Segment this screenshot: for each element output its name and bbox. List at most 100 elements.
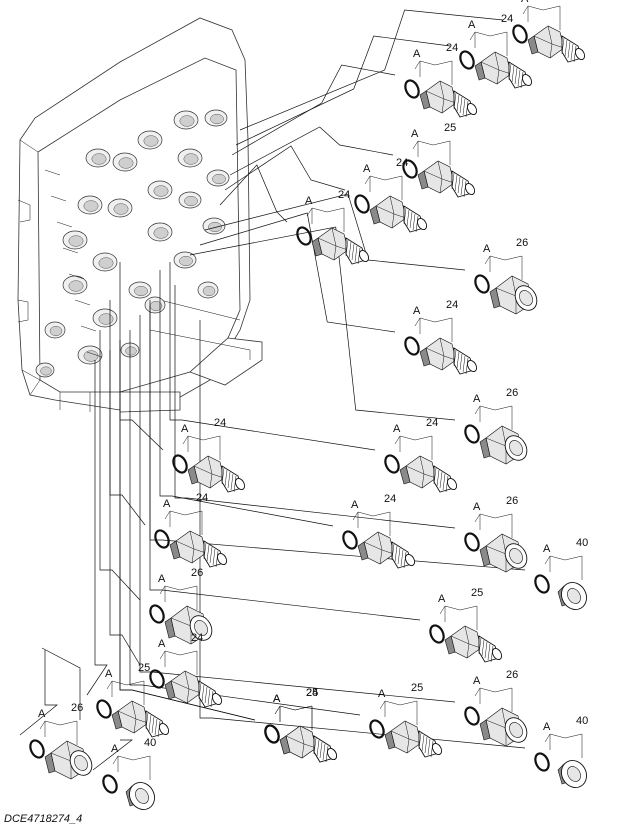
leader-line [119,340,256,721]
seal-label: A [473,501,481,513]
seal-label: A [468,19,476,31]
seal-label: A [363,163,371,175]
leader-line [169,262,376,451]
part-ref-label: 26 [506,669,518,681]
part-ref-label: 25 [138,662,150,674]
seal-label: A [163,498,171,510]
part-ref-label: 24 [396,157,408,169]
o-ring-seal [102,774,118,794]
leader-line [204,193,466,271]
fitting-straight: A 25 [264,687,338,763]
leader-line [159,270,334,527]
part-ref-label: 24 [306,687,318,699]
o-ring-seal [512,24,528,44]
part-ref-label: 26 [191,567,203,579]
part-ref-label: 24 [446,42,458,54]
leader-line [19,650,58,736]
part-ref-label: 24 [426,417,438,429]
o-ring-seal [172,454,188,474]
o-ring-seal [404,336,420,356]
fitting-plug: A 40 [534,715,588,788]
seal-label: A [413,305,421,317]
seal-label: A [543,543,551,555]
part-ref-label: 25 [471,587,483,599]
o-ring-seal [402,159,418,179]
o-ring-seal [459,50,475,70]
part-ref-label: 25 [444,122,456,134]
leader-line [109,350,141,666]
leader-line [239,9,504,131]
seal-label: A [521,0,529,5]
fitting-adapter: A 26 [464,669,528,747]
fitting-straight: A24 [512,0,586,63]
o-ring-seal [404,79,420,99]
seal-label: A [378,688,386,700]
leader-line [174,285,456,529]
fitting-straight: A 24 [154,492,228,568]
part-ref-label: 24 [196,492,208,504]
fitting-straight: A 24 [149,632,223,708]
o-ring-seal [354,194,370,214]
part-ref-label: 24 [446,299,458,311]
fitting-adapter: A 26 [474,237,538,315]
fittings-group: A24A24A24A25A24A24A26A24A26A24A24A24A24A… [29,0,588,810]
fitting-straight: A 25 [96,662,170,738]
seal-label: A [105,668,113,680]
leader-line [231,64,396,156]
leader-line [92,739,134,771]
seal-label: A [305,195,313,207]
part-ref-label: 25 [306,687,318,699]
o-ring-seal [464,424,480,444]
leader-line [139,315,456,703]
part-ref-label: 26 [506,387,518,399]
seal-label: A [411,128,419,140]
o-ring-seal [474,274,490,294]
seal-label: A [473,675,481,687]
o-ring-seal [369,719,385,739]
drawing-code-caption: DCE4718274_4 [4,813,82,825]
seal-label: A [351,499,359,511]
o-ring-seal [534,752,550,772]
leader-line [129,330,361,716]
part-ref-label: 26 [71,702,83,714]
part-ref-label: 24 [191,632,203,644]
fitting-straight: A 24 [354,157,428,233]
fitting-straight: A 24 [404,299,478,375]
leader-line [86,360,108,696]
seal-label: A [438,593,446,605]
part-ref-label: 26 [516,237,528,249]
leader-line [199,320,526,749]
leader-lines [19,9,526,771]
leader-line [199,212,396,333]
part-ref-label: 25 [411,682,423,694]
leader-line [219,164,288,223]
part-ref-label: 40 [576,715,588,727]
part-ref-label: 40 [144,737,156,749]
seal-label: A [273,693,281,705]
o-ring-seal [149,604,165,624]
o-ring-seal [154,529,170,549]
leader-line [149,305,421,621]
o-ring-seal [534,574,550,594]
seal-label: A [158,638,166,650]
fitting-straight: A 25 [369,682,443,758]
control-valve-block [17,17,263,413]
o-ring-seal [429,624,445,644]
leader-line [229,126,394,176]
seal-label: A [543,721,551,733]
seal-label: A [38,708,46,720]
o-ring-seal [29,739,45,759]
seal-label: A [483,243,491,255]
o-ring-seal [296,226,312,246]
seal-label: A [273,693,281,705]
part-ref-label: 24 [214,417,226,429]
fitting-straight: A 25 [402,122,476,198]
